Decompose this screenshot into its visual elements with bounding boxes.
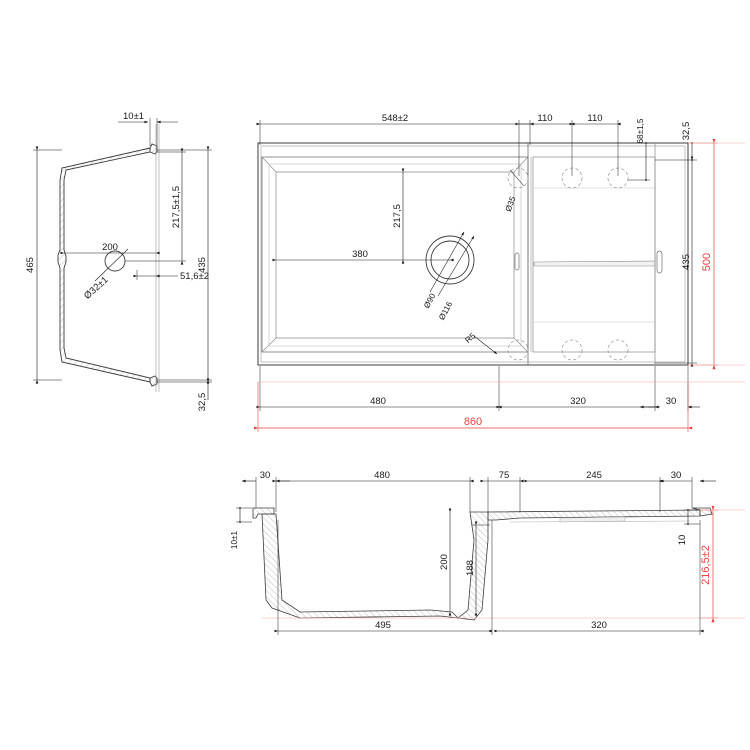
corner-radius-leader xyxy=(473,335,498,355)
tap-hole-bottom-3 xyxy=(607,339,629,361)
bottom-left-rim xyxy=(252,507,275,519)
dim-drainer-length: 320 xyxy=(570,396,586,407)
dim-left-drain-from-top: 217,5±1,5 xyxy=(171,186,182,228)
overflow-slot-right xyxy=(656,250,663,274)
dim-drain-from-left: 380 xyxy=(352,249,368,260)
dim-overall-height: 500 xyxy=(701,253,713,271)
dim-left-overall-height: 465 xyxy=(25,257,36,273)
dim-edge-offset: 68±1,5 xyxy=(636,118,645,143)
sink-outer-rim xyxy=(257,142,689,366)
dim-basin-length: 480 xyxy=(370,396,386,407)
drain-leader-90 xyxy=(429,231,465,293)
dim-bottom-basin-span: 480 xyxy=(374,470,390,481)
dim-basin-width: 548±2 xyxy=(382,113,408,124)
basin-section-profile xyxy=(261,513,460,619)
overflow-slot-left xyxy=(514,252,520,271)
drainer-groove xyxy=(533,260,656,267)
dim-bottom-step-width: 75 xyxy=(499,470,510,481)
tap-hole-bottom-2 xyxy=(561,339,583,361)
dim-overall-depth: 216,5±2 xyxy=(700,545,712,585)
left-section-view: 10±1 465 200 217,5±1,5 435 Ø32±1 51,6±2 … xyxy=(25,111,212,411)
dim-basin-bottom-length: 495 xyxy=(375,620,391,631)
tap-hole-top-1 xyxy=(507,167,529,189)
drainer-section-dip xyxy=(559,516,626,523)
dim-left-body-height: 435 xyxy=(197,257,208,273)
dim-drainer-bottom-length: 320 xyxy=(591,620,607,631)
dim-left-hole-offset: 51,6±2 xyxy=(180,271,209,282)
dim-rim-thickness-right: 10 xyxy=(677,535,688,546)
left-bottom-lip xyxy=(149,375,158,387)
left-drain-leader xyxy=(94,248,129,282)
dim-hole-spacing-1: 110 xyxy=(537,113,552,124)
bottom-section-view: 30 480 75 245 30 10±1 200 188 10 216,5±2 xyxy=(230,470,745,635)
tap-hole-leader xyxy=(509,169,525,187)
tap-hole-bottom-1 xyxy=(507,339,529,361)
dim-rim-thickness-left: 10±1 xyxy=(230,530,239,549)
dim-left-bottom-flange: 32,5 xyxy=(197,393,208,412)
basin-floor-outline xyxy=(268,163,522,347)
dim-left-inner-width: 200 xyxy=(102,242,118,253)
dim-bottom-drainer-span: 245 xyxy=(586,470,602,481)
top-plan-view: Ø90 Ø116 548±2 110 110 68±1,5 32,5 Ø35 2… xyxy=(253,113,745,432)
dim-hole-spacing-2: 110 xyxy=(587,113,602,124)
dim-drain-from-top: 217,5 xyxy=(392,204,403,228)
dim-basin-depth: 200 xyxy=(439,554,450,570)
dim-bottom-right-flange: 30 xyxy=(671,470,682,481)
dim-inner-depth: 188 xyxy=(465,560,476,576)
drain-leader-116 xyxy=(437,235,475,297)
dim-bottom-left-flange: 30 xyxy=(260,470,271,481)
dim-inner-height: 435 xyxy=(681,254,692,270)
dim-top-flange: 32,5 xyxy=(681,122,692,141)
sink-rim-inner-line xyxy=(260,145,686,363)
dim-overall-length: 860 xyxy=(464,416,482,428)
dim-left-top-thickness: 10±1 xyxy=(123,111,144,122)
dim-right-flange: 30 xyxy=(666,396,677,407)
